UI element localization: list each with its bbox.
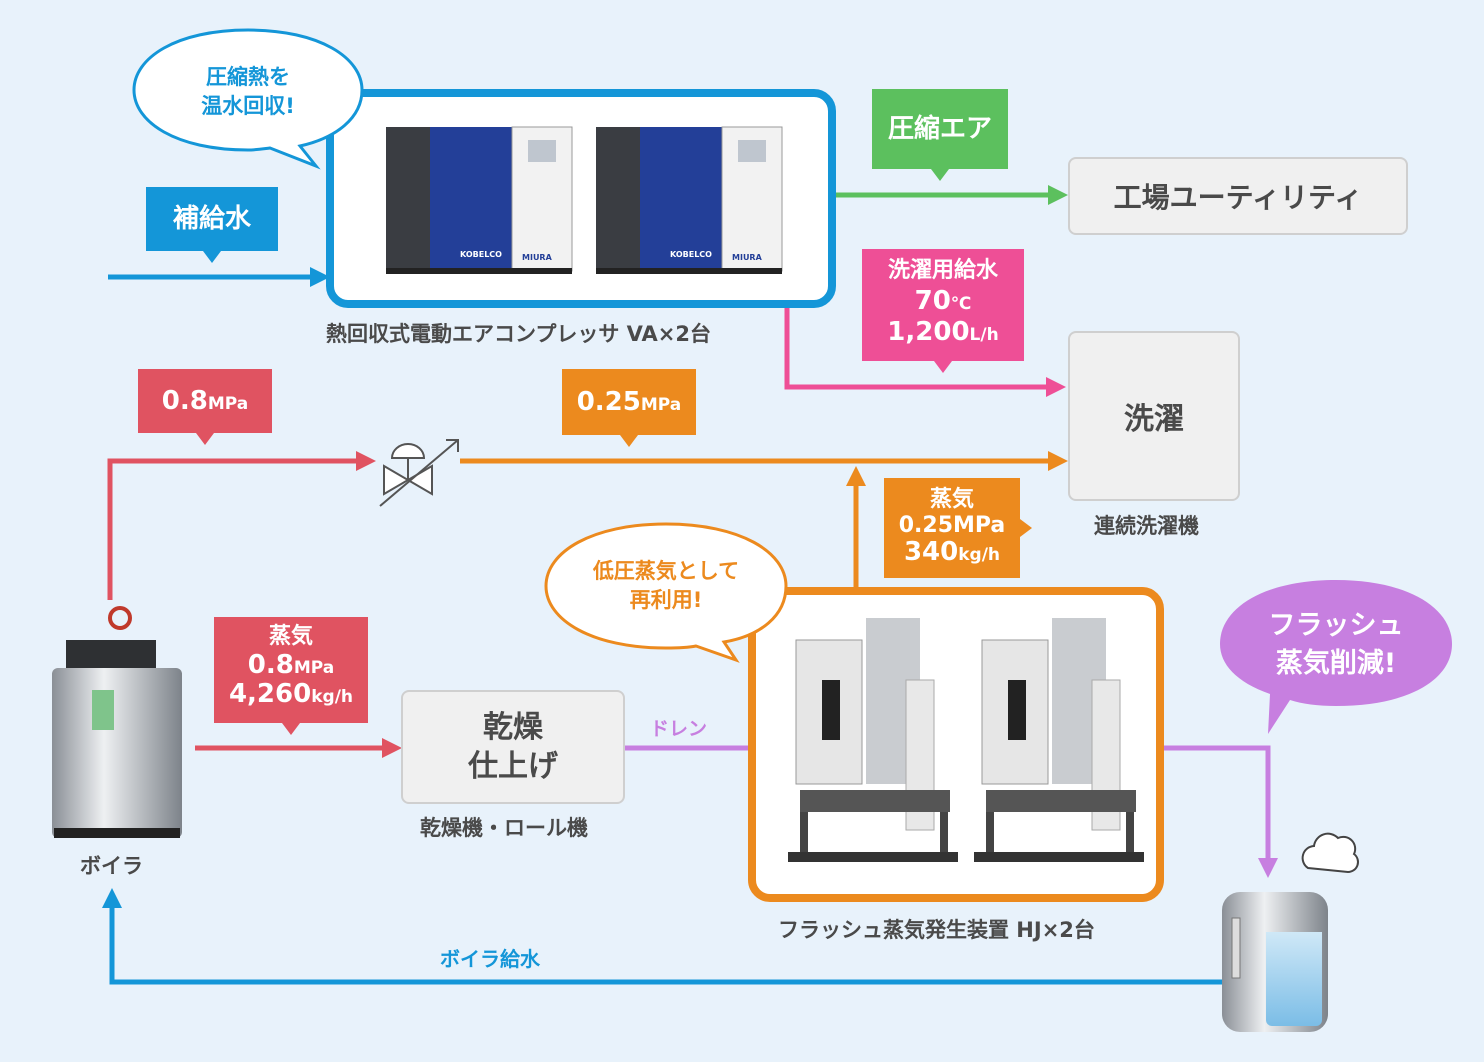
boiler-steam-label: 蒸気 0.8MPa 4,260kg/h: [214, 617, 368, 735]
flash-reduction-bubble-shape: [1220, 580, 1452, 734]
compressor-unit: [596, 126, 783, 274]
bubble-line: 圧縮熱を: [205, 64, 290, 89]
low-pressure-label: 0.25MPa: [562, 369, 696, 447]
temp-unit: ℃: [950, 294, 972, 315]
flow-value: 4,260: [228, 678, 312, 709]
wash-water-label: 洗濯用給水 70℃ 1,200L/h: [862, 249, 1024, 373]
compressor-caption: 熱回収式電動エアコンプレッサ VA×2台: [326, 322, 711, 346]
flow-value: 340: [903, 537, 959, 568]
bubble-line: 低圧蒸気として: [592, 558, 740, 583]
pressure-value: 0.25: [576, 387, 641, 417]
bubble-line: フラッシュ: [1268, 610, 1404, 642]
reuse-bubble-shape: [544, 522, 788, 663]
pressure-reducing-valve-icon: [379, 439, 459, 507]
laundry-machine-caption: 連続洗濯機: [1094, 514, 1199, 538]
bubble-line: 蒸気削減!: [1275, 648, 1397, 679]
pressure-value: 0.8: [247, 650, 294, 681]
dryer-caption: 乾燥機・ロール機: [420, 816, 588, 840]
boiler-feed-label: ボイラ給水: [440, 947, 540, 971]
boiler-icon: [52, 606, 182, 838]
makeup-water-label: 補給水: [146, 187, 278, 263]
bubble-line: 再利用!: [629, 588, 703, 612]
label-text: 補給水: [172, 204, 251, 234]
drain-label: ドレン: [650, 718, 708, 740]
flash-device-caption: フラッシュ蒸気発生装置 HJ×2台: [778, 918, 1095, 942]
node-label: 仕上げ: [468, 749, 558, 784]
flash-steam-generator: [974, 618, 1144, 862]
laundry-node: 洗濯: [1068, 331, 1240, 501]
pressure-text: 0.25MPa: [898, 513, 1006, 539]
flash-steam-label: 蒸気 0.25MPa 340kg/h: [884, 478, 1032, 578]
pressure-unit: MPa: [207, 394, 249, 414]
low-pressure-steam-line: [460, 451, 1068, 588]
label-title: 洗濯用給水: [887, 258, 998, 283]
flow-unit: kg/h: [958, 545, 1001, 566]
label-title: 蒸気: [268, 624, 313, 649]
heat-recovery-bubble-shape: [132, 28, 364, 170]
high-pressure-steam-line: [107, 451, 376, 600]
makeup-water-line: [108, 267, 330, 287]
high-pressure-label: 0.8MPa: [138, 369, 272, 445]
node-label: 洗濯: [1124, 402, 1184, 437]
brand-mark: MIURA: [732, 253, 762, 262]
drain-line: [624, 745, 1278, 878]
drain-tank-icon: [1222, 892, 1328, 1032]
pressure-unit: MPa: [293, 658, 335, 679]
pressure-unit: MPa: [640, 395, 682, 415]
boiler-steam-line: [195, 738, 402, 758]
steam-cloud-icon: [1301, 832, 1359, 874]
wash-water-line: [784, 308, 1066, 397]
node-label: 乾燥: [483, 710, 543, 745]
label-title: 蒸気: [929, 487, 974, 512]
brand-mark: KOBELCO: [670, 250, 712, 259]
factory-utility-node: 工場ユーティリティ: [1068, 157, 1408, 235]
flash-reduction-bubble: フラッシュ蒸気削減!: [1232, 600, 1440, 690]
flow-unit: kg/h: [311, 686, 354, 707]
compressor-unit: [386, 126, 573, 274]
pressure-value: 0.8: [161, 386, 208, 416]
dry-finish-node: 乾燥仕上げ: [401, 690, 625, 804]
node-label: 工場ユーティリティ: [1113, 181, 1363, 214]
brand-mark: KOBELCO: [460, 250, 502, 259]
reuse-bubble: 低圧蒸気として再利用!: [560, 546, 772, 626]
flash-steam-generator: [788, 618, 958, 862]
label-text: 圧縮エア: [887, 114, 992, 144]
compressed-air-label: 圧縮エア: [872, 89, 1008, 181]
bubble-line: 温水回収!: [201, 94, 295, 118]
temp-value: 70: [914, 286, 951, 317]
heat-recovery-bubble: 圧縮熱を温水回収!: [160, 52, 336, 132]
flow-unit: L/h: [969, 324, 999, 345]
brand-mark: MIURA: [522, 253, 552, 262]
boiler-feed-line: [102, 888, 1222, 985]
compressed-air-line: [836, 185, 1068, 205]
boiler-caption: ボイラ: [80, 854, 143, 878]
flow-value: 1,200: [887, 316, 970, 347]
